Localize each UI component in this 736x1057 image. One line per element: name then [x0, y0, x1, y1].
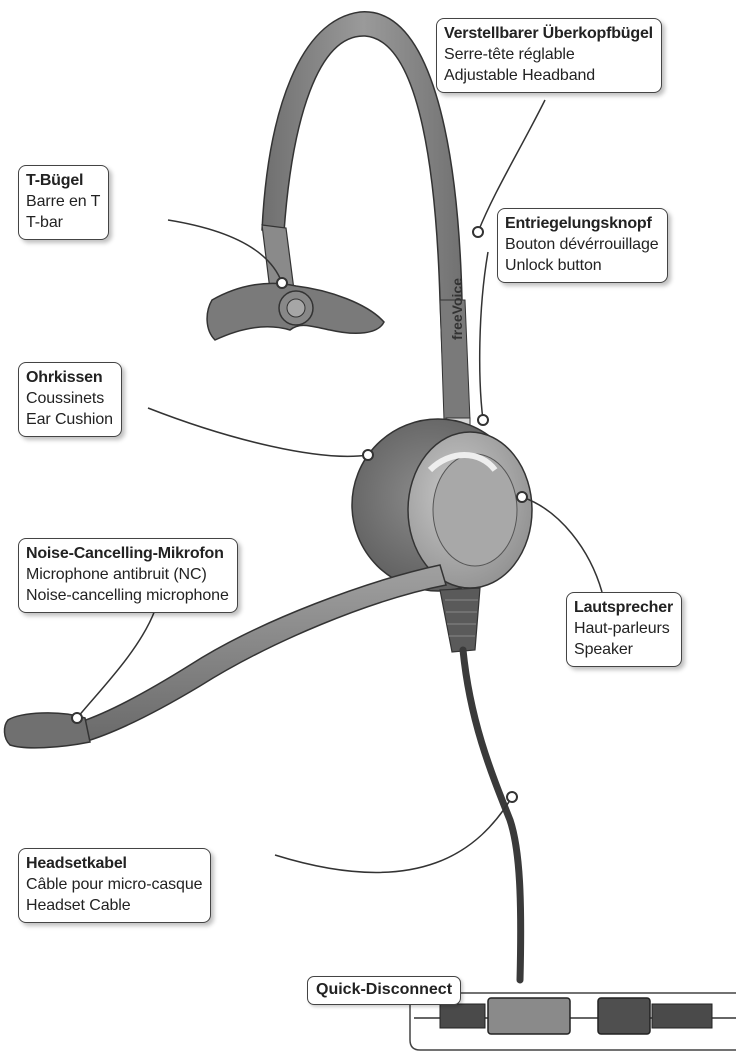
cable-label-fr: Câble pour micro-casque — [26, 874, 202, 895]
headband-label-en: Adjustable Headband — [444, 65, 653, 86]
earpiece — [352, 419, 532, 591]
t-bar-label-de: T-Bügel — [26, 170, 100, 191]
unlock-label-de: Entriegelungsknopf — [505, 213, 659, 234]
headband-label-fr: Serre-tête réglable — [444, 44, 653, 65]
cushion-label-fr: Coussinets — [26, 388, 113, 409]
callout-unlock-button: Entriegelungsknopf Bouton dévérrouillage… — [497, 208, 668, 283]
speaker-label-fr: Haut-parleurs — [574, 618, 673, 639]
unlock-label-en: Unlock button — [505, 255, 659, 276]
mic-label-de: Noise-Cancelling-Mikrofon — [26, 543, 229, 564]
cable-label-de: Headsetkabel — [26, 853, 202, 874]
callout-ear-cushion: Ohrkissen Coussinets Ear Cushion — [18, 362, 122, 437]
cable-strain-relief — [440, 588, 480, 652]
mic-label-en: Noise-cancelling microphone — [26, 585, 229, 606]
speaker-label-de: Lautsprecher — [574, 597, 673, 618]
brand-logo: freeVoice — [449, 278, 465, 340]
t-bar — [207, 225, 384, 340]
callout-headset-cable: Headsetkabel Câble pour micro-casque Hea… — [18, 848, 211, 923]
speaker-label-en: Speaker — [574, 639, 673, 660]
callout-headband: Verstellbarer Überkopfbügel Serre-tête r… — [436, 18, 662, 93]
cushion-label-de: Ohrkissen — [26, 367, 113, 388]
unlock-label-fr: Bouton dévérrouillage — [505, 234, 659, 255]
cushion-label-en: Ear Cushion — [26, 409, 113, 430]
headset-cable — [463, 650, 521, 980]
quick-disconnect-title: Quick-Disconnect — [307, 976, 461, 1005]
callout-t-bar: T-Bügel Barre en T T-bar — [18, 165, 109, 240]
headband-label-de: Verstellbarer Überkopfbügel — [444, 23, 653, 44]
mic-label-fr: Microphone antibruit (NC) — [26, 564, 229, 585]
t-bar-label-en: T-bar — [26, 212, 100, 233]
cable-label-en: Headset Cable — [26, 895, 202, 916]
callout-microphone: Noise-Cancelling-Mikrofon Microphone ant… — [18, 538, 238, 613]
callout-speaker: Lautsprecher Haut-parleurs Speaker — [566, 592, 682, 667]
t-bar-label-fr: Barre en T — [26, 191, 100, 212]
